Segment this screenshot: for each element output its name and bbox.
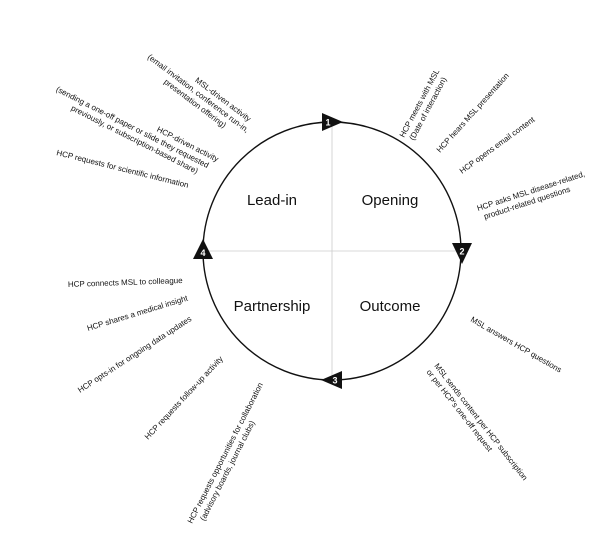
marker-label: 1 <box>325 118 330 128</box>
label-line: MSL sends content per HCP subscription <box>432 362 529 482</box>
quadrant-opening: Opening <box>362 192 419 209</box>
marker-3: 3 <box>321 371 342 389</box>
marker-2: 2 <box>452 243 472 264</box>
label-line: (advisory boards, journal clubs) <box>198 419 257 522</box>
label-meets-msl: HCP meets with MSL (Date of interaction) <box>398 67 449 142</box>
label-collaboration: HCP requests opportunities for collabora… <box>186 381 265 525</box>
label-connects-colleague: HCP connects MSL to colleague <box>68 276 184 289</box>
arrow-right-icon <box>322 113 343 131</box>
marker-1: 1 <box>322 113 343 131</box>
label-asks-questions: HCP asks MSL disease-related, product-re… <box>476 169 586 221</box>
marker-4: 4 <box>193 239 213 259</box>
arrow-down-icon <box>452 243 472 264</box>
label-line: HCP requests opportunities for collabora… <box>186 381 265 525</box>
arrow-up-icon <box>193 239 213 259</box>
quadrant-outcome: Outcome <box>360 298 421 315</box>
label-sends-content: MSL sends content per HCP subscription o… <box>425 362 530 482</box>
quadrant-partnership: Partnership <box>234 298 311 315</box>
marker-label: 2 <box>459 247 464 257</box>
label-line: (email invitation, conference run-in, <box>146 52 251 134</box>
label-opens-email: HCP opens email content <box>458 115 537 176</box>
label-line: or per HCP's one-off request <box>425 368 495 454</box>
marker-label: 3 <box>332 376 337 386</box>
quadrant-lead-in: Lead-in <box>247 192 297 209</box>
label-follow-up: HCP requests follow-up activity <box>143 354 225 441</box>
marker-label: 4 <box>200 248 205 258</box>
arrow-left-icon <box>321 371 342 389</box>
label-answers-questions: MSL answers HCP questions <box>469 315 563 375</box>
